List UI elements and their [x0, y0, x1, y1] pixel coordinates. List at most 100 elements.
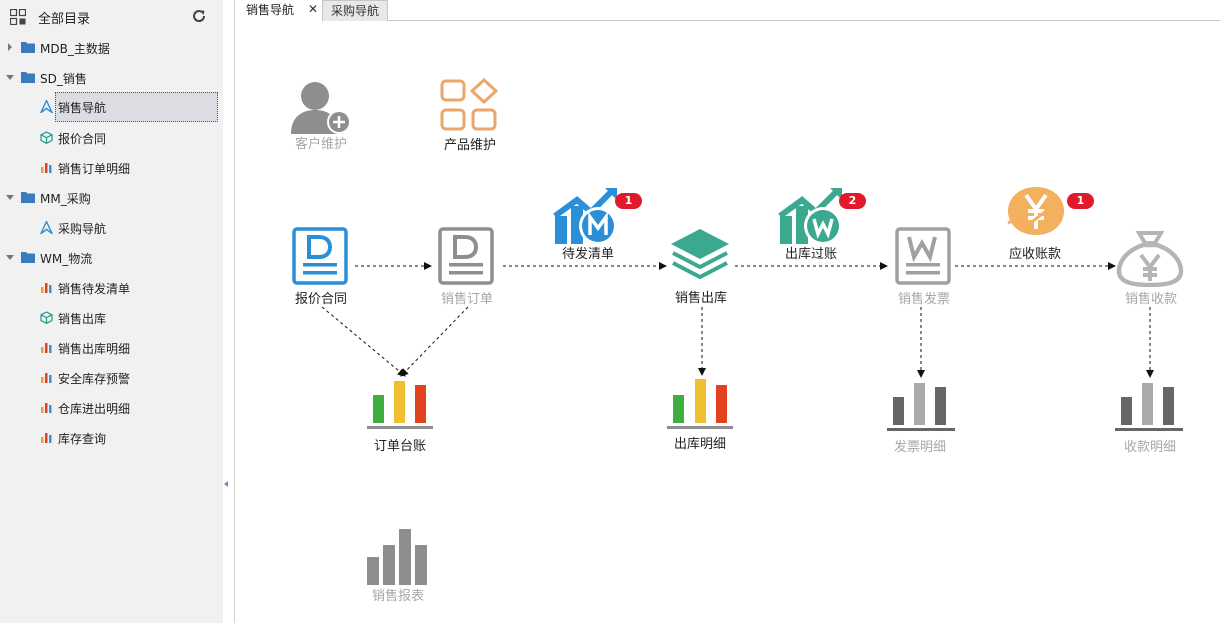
node-label: 出库明细 — [673, 437, 726, 452]
folder-icon — [21, 72, 35, 83]
tree-group-sd[interactable]: SD_销售 — [0, 63, 223, 93]
refresh-icon[interactable] — [191, 8, 207, 24]
receivables-count-badge: 1 — [1067, 193, 1094, 209]
caret-down-icon[interactable] — [6, 252, 14, 262]
tree-item-safety-stock[interactable]: 安全库存预警 — [0, 363, 223, 393]
tree-item-outbound-detail[interactable]: 销售出库明细 — [0, 333, 223, 363]
navigation-icon — [40, 221, 53, 234]
bar-chart-icon — [41, 403, 52, 413]
bar-chart-icon — [41, 163, 52, 173]
gray-bar-chart-icon — [887, 383, 955, 431]
report-bar-chart-icon — [367, 529, 427, 585]
node-label: 客户维护 — [294, 137, 347, 152]
growth-m-icon — [553, 187, 617, 245]
node-product-maintenance[interactable]: 产品维护 — [425, 74, 515, 154]
tree-item-sales-nav[interactable]: 销售导航 — [0, 92, 223, 122]
node-label: 报价合同 — [294, 292, 347, 307]
caret-down-icon[interactable] — [6, 192, 14, 202]
tree-group-label: SD_销售 — [40, 72, 87, 86]
node-quote-contract[interactable]: 报价合同 — [285, 227, 365, 307]
node-label: 应收账款 — [1008, 247, 1061, 262]
node-sales-report[interactable]: 销售报表 — [365, 527, 445, 607]
node-receivables[interactable]: 1 应收账款 — [1000, 185, 1110, 265]
color-bar-chart-icon — [367, 381, 433, 429]
document-d-icon — [438, 227, 494, 285]
pending-count-badge: 1 — [615, 193, 642, 209]
tree-item-quote-contract[interactable]: 报价合同 — [0, 123, 223, 153]
close-tab-icon[interactable]: ✕ — [308, 2, 319, 16]
folder-icon — [21, 42, 35, 53]
caret-right-icon[interactable] — [6, 42, 14, 52]
tab-sales-nav[interactable]: 销售导航 — [235, 0, 323, 21]
node-outbound-posting[interactable]: 2 出库过账 — [775, 186, 885, 266]
node-label: 销售发票 — [897, 292, 950, 307]
arrow-contract-to-ledger — [321, 306, 406, 377]
tree-item-label: 报价合同 — [58, 132, 107, 146]
node-label: 订单台账 — [373, 439, 426, 454]
node-sales-invoice[interactable]: 销售发票 — [887, 227, 967, 307]
tree-group-label: MM_采购 — [40, 192, 91, 206]
yen-coin-icon — [1007, 187, 1064, 235]
tree-item-sales-outbound[interactable]: 销售出库 — [0, 303, 223, 333]
cube-icon — [40, 131, 53, 144]
bar-chart-icon — [41, 283, 52, 293]
caret-down-icon[interactable] — [6, 72, 14, 82]
panel-divider[interactable] — [234, 0, 235, 623]
node-sales-receipt[interactable]: 销售收款 — [1110, 227, 1200, 307]
node-sales-order[interactable]: 销售订单 — [430, 227, 510, 307]
cube-icon — [40, 311, 53, 324]
selected-highlight — [55, 92, 218, 122]
folder-icon — [21, 252, 35, 263]
sidebar: 全部目录 MDB_主数据 SD_销售 销售导航 报价合同 销售订单明细 MM_采… — [0, 0, 223, 623]
node-label: 待发清单 — [561, 247, 614, 262]
tree-item-sales-order-detail[interactable]: 销售订单明细 — [0, 153, 223, 183]
node-label: 收款明细 — [1123, 440, 1176, 455]
posting-count-badge: 2 — [839, 193, 866, 209]
tab-bar: 销售导航 采购导航 — [235, 0, 1220, 21]
tree-item-warehouse-io[interactable]: 仓库进出明细 — [0, 393, 223, 423]
node-pending-list[interactable]: 1 待发清单 — [549, 186, 659, 266]
tree-group-mm[interactable]: MM_采购 — [0, 183, 223, 213]
growth-w-icon — [778, 187, 842, 245]
node-receipt-detail[interactable]: 收款明细 — [1115, 379, 1195, 459]
money-bag-icon — [1116, 231, 1184, 287]
document-w-icon — [895, 227, 951, 285]
tree-item-label: 销售导航 — [58, 101, 107, 115]
sales-navigation-canvas: 客户维护 产品维护 报价合同 销售订单 — [235, 22, 1220, 623]
tree-item-label: 仓库进出明细 — [58, 402, 131, 416]
product-grid-icon — [440, 78, 499, 131]
node-label: 销售收款 — [1124, 292, 1177, 307]
tree-item-stock-query[interactable]: 库存查询 — [0, 423, 223, 453]
tree-group-mdb[interactable]: MDB_主数据 — [0, 33, 223, 63]
directory-grid-icon — [10, 9, 26, 25]
node-label: 发票明细 — [893, 440, 946, 455]
node-label: 产品维护 — [443, 138, 496, 153]
node-label: 出库过账 — [784, 247, 837, 262]
tree-group-label: WM_物流 — [40, 252, 93, 266]
node-outbound-detail[interactable]: 出库明细 — [667, 377, 747, 457]
navigation-icon — [40, 100, 53, 113]
node-label: 销售订单 — [440, 292, 493, 307]
node-customer-maintenance[interactable]: 客户维护 — [281, 74, 361, 154]
tab-purchase-nav[interactable]: 采购导航 — [322, 0, 388, 21]
node-order-ledger[interactable]: 订单台账 — [365, 377, 445, 457]
bar-chart-icon — [41, 373, 52, 383]
tree-item-label: 销售出库 — [58, 312, 107, 326]
node-sales-outbound[interactable]: 销售出库 — [662, 227, 752, 307]
sidebar-title: 全部目录 — [38, 12, 91, 27]
tree-item-purchase-nav[interactable]: 采购导航 — [0, 213, 223, 243]
tree-item-label: 安全库存预警 — [58, 372, 131, 386]
bar-chart-icon — [41, 433, 52, 443]
tree-group-wm[interactable]: WM_物流 — [0, 243, 223, 273]
tree-item-label: 销售订单明细 — [58, 162, 131, 176]
flow-connectors — [321, 262, 1154, 378]
node-invoice-detail[interactable]: 发票明细 — [887, 379, 967, 459]
node-label: 销售报表 — [371, 589, 424, 604]
document-d-icon — [292, 227, 348, 285]
tree-item-pending-list[interactable]: 销售待发清单 — [0, 273, 223, 303]
collapse-sidebar-icon[interactable] — [222, 479, 230, 489]
arrow-order-to-ledger — [400, 306, 469, 377]
tree-group-label: MDB_主数据 — [40, 42, 110, 56]
layers-icon — [671, 229, 729, 280]
tree-item-label: 销售出库明细 — [58, 342, 131, 356]
